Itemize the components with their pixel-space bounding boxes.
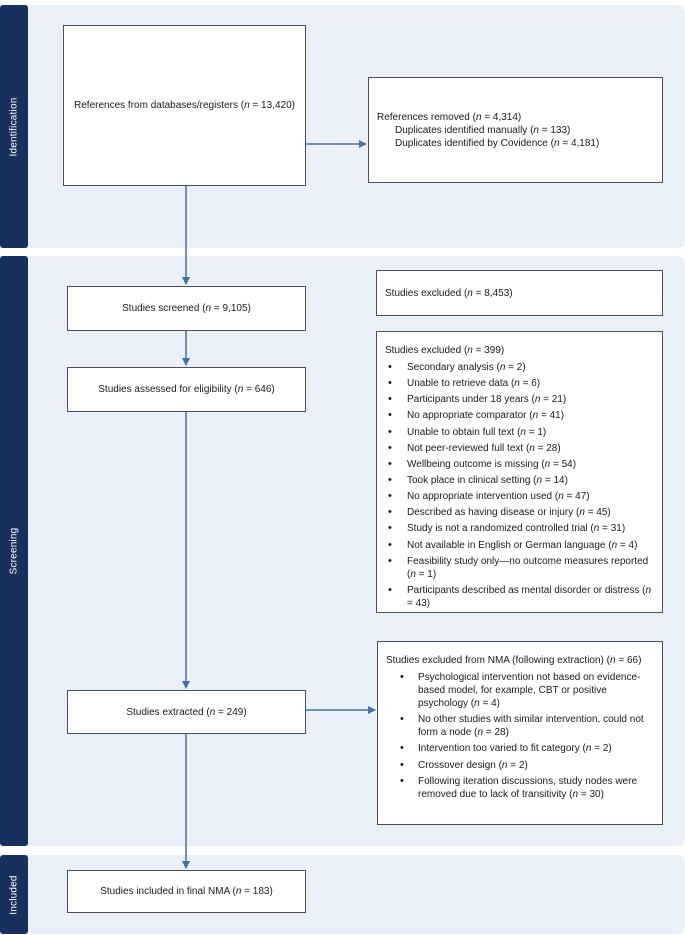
exclusion-reason-item: No appropriate comparator (n = 41) <box>385 409 654 422</box>
eligibility-exclusion-list: Secondary analysis (n = 2) Unable to ret… <box>385 361 654 610</box>
nma-exclusion-reason-item: No other studies with similar interventi… <box>386 713 654 739</box>
exclusion-reason-item: Wellbeing outcome is missing (n = 54) <box>385 458 654 471</box>
studies-excluded-nma-title: Studies excluded from NMA (following ext… <box>386 655 642 666</box>
included-stage-label: Included <box>0 855 28 934</box>
nma-exclusion-reason-item: Following iteration discussions, study n… <box>386 775 654 801</box>
references-removed-title: References removed (n = 4,314) <box>377 111 522 123</box>
references-box: References from databases/registers (n =… <box>63 25 306 186</box>
exclusion-reason-item: Feasibility study only—no outcome measur… <box>385 555 654 581</box>
nma-exclusion-list: Psychological intervention not based on … <box>386 671 654 801</box>
exclusion-reason-item: Participants under 18 years (n = 21) <box>385 393 654 406</box>
studies-extracted-text: Studies extracted (n = 249) <box>126 706 247 718</box>
exclusion-reason-item: Unable to retrieve data (n = 6) <box>385 377 654 390</box>
exclusion-reason-item: Study is not a randomized controlled tri… <box>385 522 654 535</box>
exclusion-reason-item: Secondary analysis (n = 2) <box>385 361 654 374</box>
nma-exclusion-reason-item: Intervention too varied to fit category … <box>386 742 654 755</box>
studies-excluded-nma-box: Studies excluded from NMA (following ext… <box>377 641 663 825</box>
exclusion-reason-item: Took place in clinical setting (n = 14) <box>385 474 654 487</box>
nma-exclusion-reason-item: Crossover design (n = 2) <box>386 759 654 772</box>
exclusion-reason-item: No appropriate intervention used (n = 47… <box>385 490 654 503</box>
exclusion-reason-item: Not available in English or German langu… <box>385 539 654 552</box>
exclusion-reason-item: Participants described as mental disorde… <box>385 584 654 610</box>
studies-included-text: Studies included in final NMA (n = 183) <box>100 886 273 897</box>
studies-excluded-eligibility-box: Studies excluded (n = 399) Secondary ana… <box>376 331 663 613</box>
exclusion-reason-item: Not peer-reviewed full text (n = 28) <box>385 442 654 455</box>
removed-item-covidence: Duplicates identified by Covidence (n = … <box>395 137 600 149</box>
exclusion-reason-item: Described as having disease or injury (n… <box>385 506 654 519</box>
removed-item-manual: Duplicates identified manually (n = 133) <box>395 124 571 136</box>
studies-screened-text: Studies screened (n = 9,105) <box>122 303 251 314</box>
studies-included-box: Studies included in final NMA (n = 183) <box>67 870 306 913</box>
screening-stage-label: Screening <box>0 256 28 846</box>
studies-excluded-screening-text: Studies excluded (n = 8,453) <box>385 287 513 299</box>
references-text: References from databases/registers (n =… <box>74 100 295 111</box>
studies-assessed-box: Studies assessed for eligibility (n = 64… <box>67 367 306 412</box>
references-removed-box: References removed (n = 4,314) Duplicate… <box>368 77 663 183</box>
studies-extracted-box: Studies extracted (n = 249) <box>67 690 306 734</box>
studies-excluded-screening-box: Studies excluded (n = 8,453) <box>376 270 663 316</box>
nma-exclusion-reason-item: Psychological intervention not based on … <box>386 671 654 710</box>
studies-screened-box: Studies screened (n = 9,105) <box>67 286 306 331</box>
exclusion-reason-item: Unable to obtain full text (n = 1) <box>385 426 654 439</box>
studies-assessed-text: Studies assessed for eligibility (n = 64… <box>98 384 275 395</box>
studies-excluded-eligibility-title: Studies excluded (n = 399) <box>385 345 505 356</box>
identification-stage-label: Identification <box>0 5 28 248</box>
